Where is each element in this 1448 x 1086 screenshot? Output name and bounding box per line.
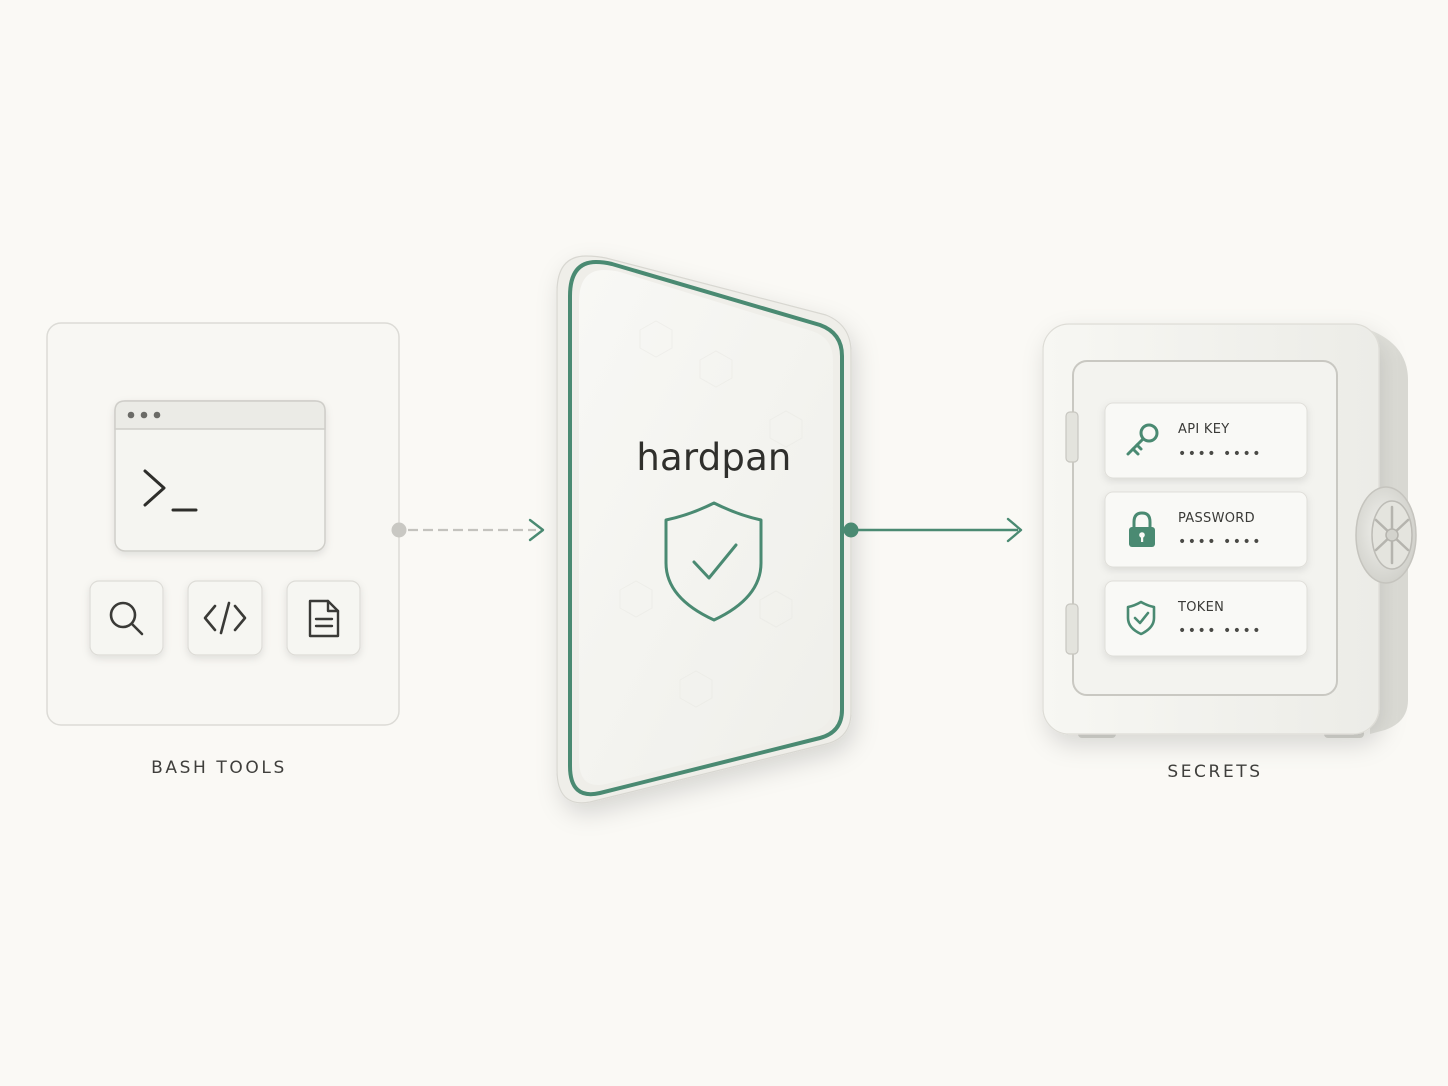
safe-dial[interactable] bbox=[1355, 486, 1417, 584]
secret-label-api-key: API KEY bbox=[1178, 422, 1230, 437]
terminal-dot bbox=[140, 411, 148, 419]
bash-tools-caption: BASH TOOLS bbox=[151, 758, 287, 778]
secret-label-token: TOKEN bbox=[1178, 600, 1225, 615]
code-icon bbox=[203, 601, 247, 635]
lock-icon bbox=[1129, 511, 1155, 547]
secret-mask-api-key: •••• •••• bbox=[1178, 446, 1263, 462]
hardpan-brand: hardpan bbox=[636, 436, 792, 479]
secrets-safe bbox=[1042, 323, 1417, 738]
secret-card-password[interactable] bbox=[1104, 491, 1308, 568]
shield-check-icon bbox=[664, 501, 763, 622]
terminal-dot bbox=[153, 411, 161, 419]
bash-tools-group: >_ bbox=[46, 322, 400, 726]
bash-to-gateway-connector bbox=[391, 518, 545, 542]
secret-card-api-key[interactable] bbox=[1104, 402, 1308, 479]
secret-label-password: PASSWORD bbox=[1178, 511, 1255, 526]
shield-check-icon bbox=[1126, 600, 1156, 636]
secrets-caption: SECRETS bbox=[1167, 762, 1263, 782]
secret-mask-token: •••• •••• bbox=[1178, 623, 1263, 639]
search-icon bbox=[109, 601, 144, 636]
secret-mask-password: •••• •••• bbox=[1178, 534, 1263, 550]
key-icon bbox=[1126, 423, 1159, 456]
terminal-prompt-icon bbox=[143, 469, 198, 512]
terminal-titlebar bbox=[114, 400, 326, 430]
terminal-dot bbox=[127, 411, 135, 419]
hardpan-gateway-panel bbox=[556, 255, 852, 804]
gateway-to-secrets-connector bbox=[843, 517, 1023, 543]
document-icon bbox=[308, 599, 340, 638]
search-tool-button[interactable] bbox=[89, 580, 164, 656]
secret-card-token[interactable] bbox=[1104, 580, 1308, 657]
